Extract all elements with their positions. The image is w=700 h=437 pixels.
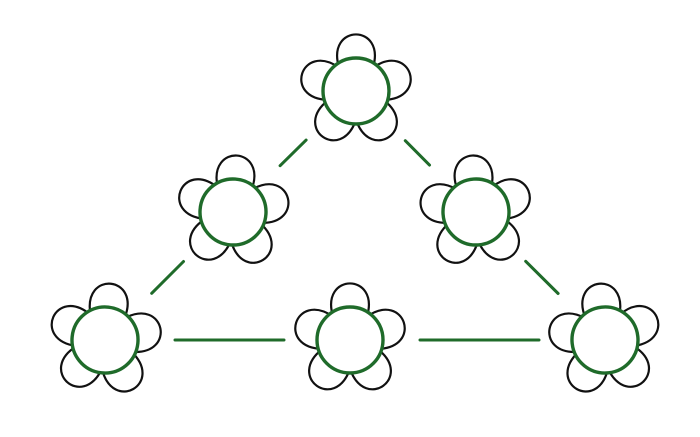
edge-top-to-mid-right <box>403 139 431 167</box>
nodes-layer <box>50 33 660 393</box>
flower-center-ring-bottom-center <box>315 305 385 375</box>
flower-center-ring-top <box>321 56 391 126</box>
edge-mid-left-to-bottom-left <box>150 260 185 295</box>
flower-node-bottom-right <box>548 282 660 393</box>
flower-center-ring-mid-right <box>441 177 511 247</box>
flower-node-mid-right <box>419 154 531 264</box>
edge-mid-right-to-bottom-right <box>524 259 560 295</box>
flower-node-top <box>300 33 412 142</box>
flower-node-mid-left <box>178 154 290 264</box>
flower-center-ring-bottom-left <box>70 305 140 375</box>
flower-center-ring-mid-left <box>198 177 268 247</box>
flower-node-bottom-center <box>294 282 406 391</box>
flower-center-ring-bottom-right <box>570 305 640 375</box>
edges-layer <box>150 138 560 342</box>
edge-top-to-mid-left <box>278 138 308 168</box>
flower-node-bottom-left <box>50 282 162 393</box>
